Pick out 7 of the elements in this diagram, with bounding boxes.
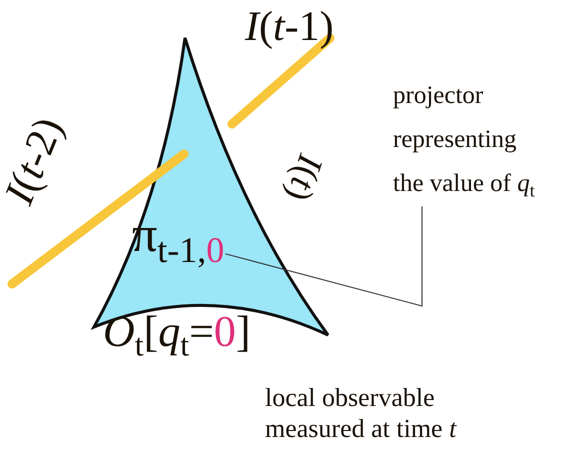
annotation-text: projector representing the value of q$_{t}$ [393,74,553,206]
interval-label: I(t-1) [245,6,334,48]
interval-label: I(t-2) [0,112,70,210]
interval-label: I(t) [280,150,330,206]
leader-line [224,206,422,307]
annotation-text: local observable measured at time t [265,382,458,444]
observable-label: O$_{t}$[q$_{t}$=0] [103,310,251,362]
